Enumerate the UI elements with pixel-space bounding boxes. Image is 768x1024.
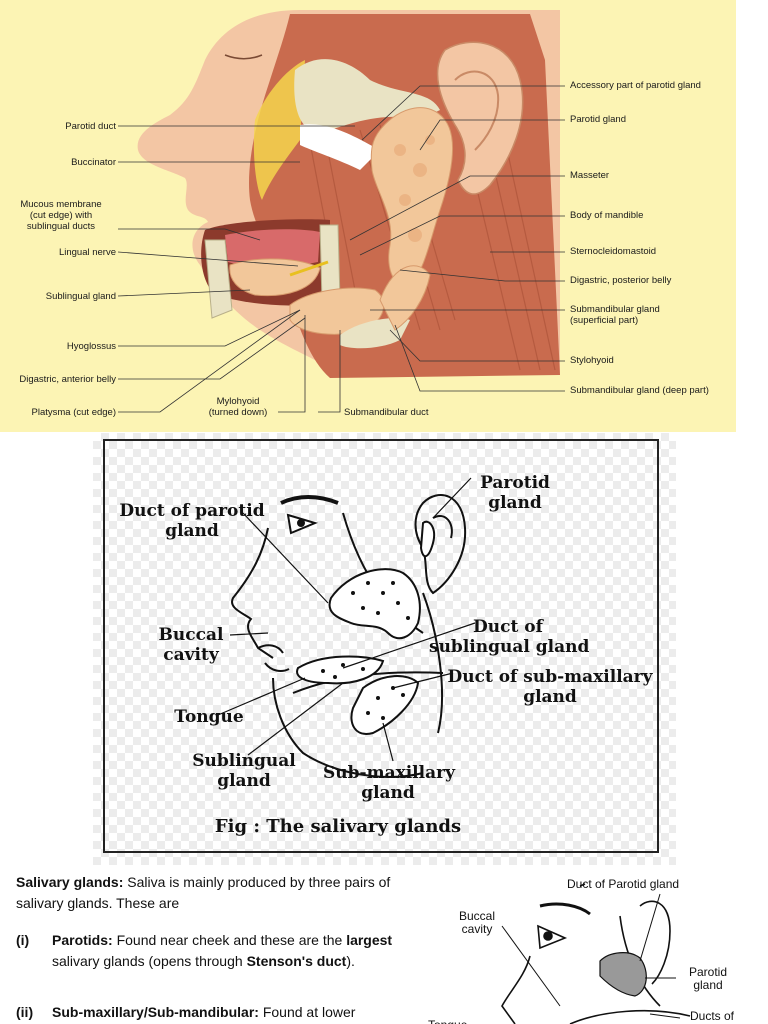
intro-paragraph: Salivary glands: Saliva is mainly produc… — [16, 874, 391, 911]
figure-frame — [103, 439, 659, 853]
label-parotid-gland: Parotid gland — [570, 114, 626, 125]
small-label-tongue: Tongue — [428, 1019, 467, 1024]
small-parotid-gland — [599, 952, 647, 997]
small-label-duct-parotid: Duct of Parotid gland — [567, 877, 680, 891]
submaxillary-gland-drawing — [350, 675, 420, 735]
anatomy-illustration-panel: Parotid duct Buccinator Mucous membrane … — [0, 0, 736, 432]
small-label-buccal: Buccal cavity — [458, 909, 496, 936]
label-sublingual: Sublingual gland — [192, 751, 296, 791]
label-mucous-membrane: Mucous membrane (cut edge) with sublingu… — [20, 199, 102, 232]
submandibular-gland — [289, 287, 385, 335]
sublingual-gland — [229, 258, 321, 297]
label-body-of-mandible: Body of mandible — [570, 210, 644, 221]
label-duct-of-parotid: Duct of parotid gland — [119, 501, 265, 541]
label-hyoglossus: Hyoglossus — [66, 341, 116, 352]
label-digastric-anterior: Digastric, anterior belly — [19, 374, 116, 385]
label-buccinator: Buccinator — [71, 157, 116, 168]
label-submandibular-superficial: Submandibular gland (superficial part) — [570, 304, 660, 326]
label-buccal-cavity: Buccal cavity — [158, 625, 224, 665]
small-label-ducts-of: Ducts of — [690, 1009, 735, 1023]
label-platysma: Platysma (cut edge) — [31, 407, 116, 418]
salivary-line-drawing — [217, 477, 476, 778]
item-1-number: (i) — [16, 932, 30, 948]
label-duct-of-submaxillary: Duct of sub-maxillary gland — [447, 667, 653, 707]
label-sublingual-gland: Sublingual gland — [45, 291, 116, 302]
item-2-text: Sub-maxillary/Sub-mandibular: Found at l… — [52, 1004, 356, 1020]
label-mylohyoid: Mylohyoid (turned down) — [208, 396, 268, 418]
label-parotid: Parotid gland — [480, 473, 550, 513]
text-section: Salivary glands: Saliva is mainly produc… — [0, 866, 768, 1024]
small-label-parotid: Parotid gland — [688, 965, 728, 992]
item-1-text: Parotids: Found near cheek and these are… — [52, 932, 393, 969]
anatomy-illustration — [117, 10, 565, 413]
cheek-fat — [253, 60, 305, 200]
label-submaxillary: Sub-maxillary gland — [323, 763, 455, 803]
lingual-nerve — [289, 260, 329, 277]
item-2-number: (ii) — [16, 1004, 34, 1020]
label-masseter: Masseter — [570, 170, 610, 181]
label-tongue: Tongue — [174, 707, 244, 727]
line-drawing-panel: Duct of parotid gland Parotid gland Bucc… — [93, 433, 676, 865]
label-sternocleidomastoid: Sternocleidomastoid — [570, 246, 657, 257]
figure-caption: Fig : The salivary glands — [214, 816, 462, 837]
sublingual-gland-drawing — [296, 655, 385, 685]
label-submandibular-duct: Submandibular duct — [344, 407, 429, 418]
small-salivary-diagram — [501, 883, 691, 1024]
heading: Salivary glands: — [16, 874, 124, 890]
label-stylohyoid: Stylohyoid — [570, 355, 614, 366]
label-submandibular-deep: Submandibular gland (deep part) — [570, 385, 709, 396]
parotid-gland-drawing — [328, 568, 421, 640]
ear — [436, 41, 524, 195]
label-accessory-parotid: Accessory part of parotid gland — [570, 80, 701, 91]
label-digastric-posterior: Digastric, posterior belly — [570, 275, 672, 286]
label-duct-of-sublingual: Duct of sublingual gland — [429, 617, 590, 657]
label-parotid-duct: Parotid duct — [65, 121, 116, 132]
label-lingual-nerve: Lingual nerve — [58, 247, 116, 258]
